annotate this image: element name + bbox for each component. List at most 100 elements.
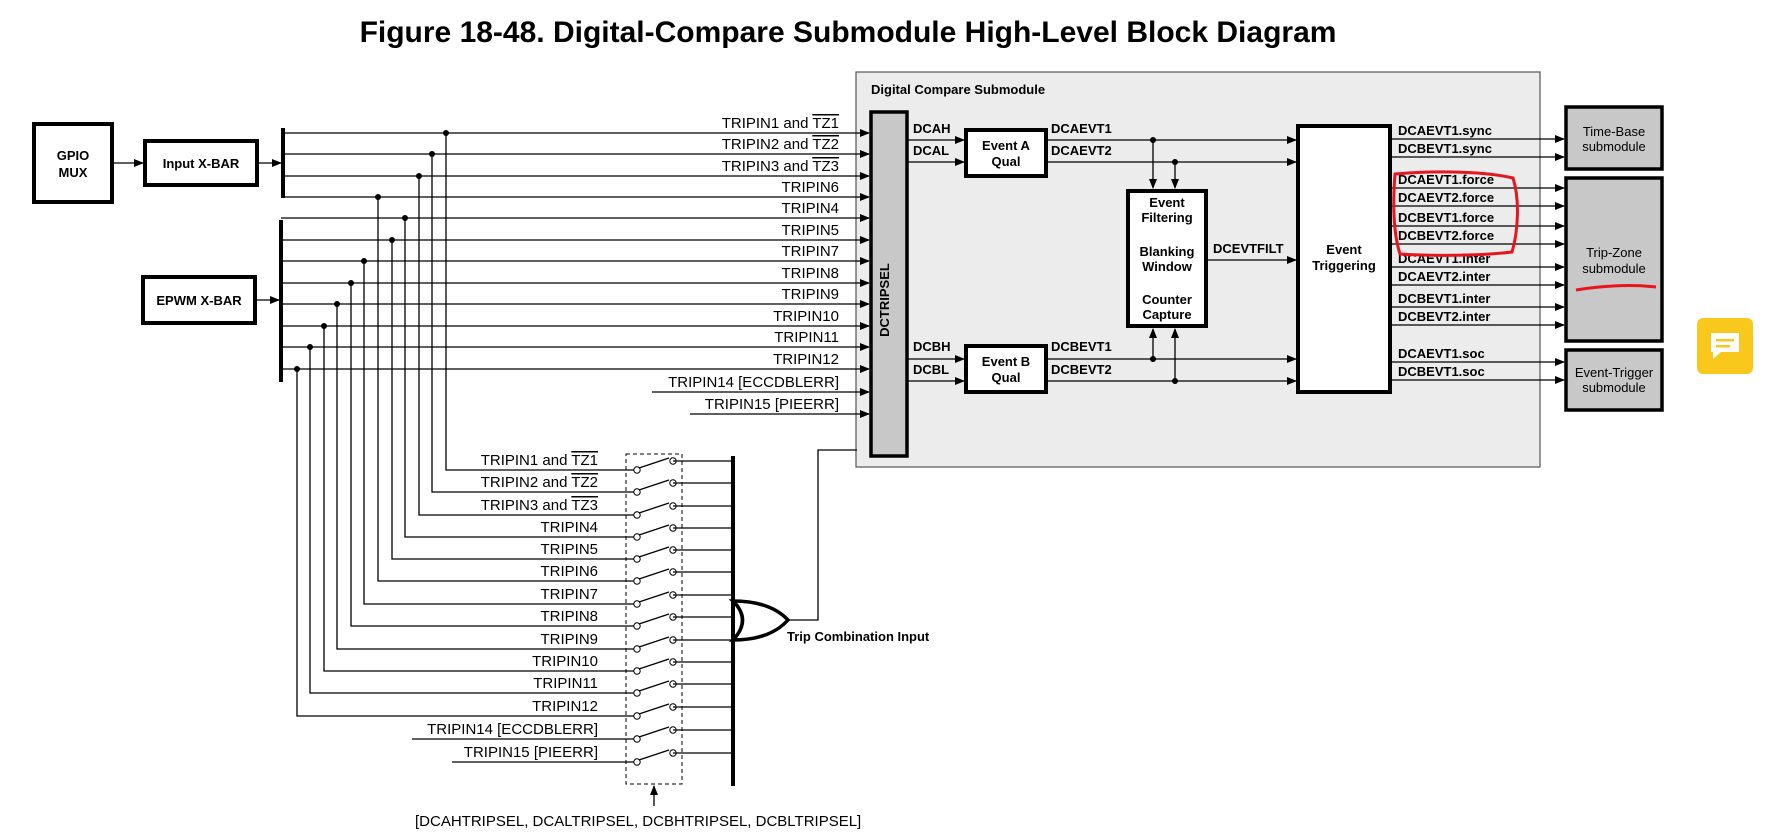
dcaevt2-label: DCAEVT2 bbox=[1051, 143, 1112, 158]
tripin-top-label: TRIPIN4 bbox=[781, 200, 839, 217]
tripin-tap-wire bbox=[391, 240, 634, 560]
output-label: DCAEVT2.force bbox=[1398, 190, 1494, 205]
tripin-tap-wire bbox=[296, 369, 634, 717]
svg-text:Window: Window bbox=[1142, 259, 1193, 274]
dcbh-label: DCBH bbox=[913, 339, 951, 354]
tripin-bottom-label: TRIPIN9 bbox=[540, 631, 598, 648]
svg-text:Triggering: Triggering bbox=[1312, 258, 1376, 273]
svg-text:Blanking: Blanking bbox=[1140, 244, 1195, 259]
dcbevt1-label: DCBEVT1 bbox=[1051, 339, 1112, 354]
output-label: DCAEVT1.force bbox=[1398, 172, 1494, 187]
tripin-top-label: TRIPIN14 [ECCDBLERR] bbox=[668, 374, 839, 391]
figure-title: Figure 18-48. Digital-Compare Submodule … bbox=[360, 16, 1337, 49]
tripin-top-label: TRIPIN10 bbox=[773, 308, 839, 325]
svg-text:Event B: Event B bbox=[982, 354, 1030, 369]
tripin-top-label: TRIPIN11 bbox=[774, 329, 839, 346]
output-label: DCBEVT1.force bbox=[1398, 210, 1494, 225]
svg-text:Filtering: Filtering bbox=[1141, 210, 1192, 225]
dcah-label: DCAH bbox=[913, 121, 951, 136]
switch-contact bbox=[638, 703, 670, 715]
output-label: DCBEVT1.sync bbox=[1398, 141, 1492, 156]
svg-text:submodule: submodule bbox=[1582, 261, 1646, 276]
output-label: DCAEVT1.sync bbox=[1398, 123, 1492, 138]
svg-text:EPWM X-BAR: EPWM X-BAR bbox=[156, 293, 242, 308]
dcaevt1-label: DCAEVT1 bbox=[1051, 121, 1112, 136]
tripin-bottom-label: TRIPIN10 bbox=[532, 653, 598, 670]
trip-zone-submodule: Trip-Zone submodule bbox=[1564, 176, 1664, 343]
epwm-xbar-block: EPWM X-BAR bbox=[141, 275, 257, 325]
event-trigger-submodule: Event-Trigger submodule bbox=[1564, 348, 1664, 412]
event-triggering-block: Event Triggering bbox=[1296, 124, 1392, 394]
tripin-bottom-label: TRIPIN15 [PIEERR] bbox=[464, 744, 598, 761]
tripin-tap-wire bbox=[363, 261, 634, 605]
switch-contact bbox=[638, 546, 670, 558]
trip-combination-label: Trip Combination Input bbox=[787, 629, 930, 644]
tripin-top-label: TRIPIN6 bbox=[781, 179, 839, 196]
output-label: DCBEVT2.inter bbox=[1398, 309, 1490, 324]
tripin-top-label: TRIPIN9 bbox=[781, 286, 839, 303]
svg-text:Event-Trigger: Event-Trigger bbox=[1575, 365, 1654, 380]
svg-text:Capture: Capture bbox=[1142, 307, 1191, 322]
tripin-bottom-label: TRIPIN11 bbox=[533, 675, 598, 692]
switch-bank-outline bbox=[625, 453, 683, 785]
tripin-bottom-label: TRIPIN1 and TZ1 bbox=[481, 452, 598, 469]
tripin-top-label: TRIPIN15 [PIEERR] bbox=[705, 396, 839, 413]
comment-button[interactable] bbox=[1697, 318, 1753, 374]
svg-text:Qual: Qual bbox=[992, 370, 1021, 385]
comment-icon bbox=[1711, 333, 1739, 359]
dcbl-label: DCBL bbox=[913, 362, 949, 377]
tripin-tap-wire bbox=[309, 347, 634, 694]
switch-contact bbox=[638, 680, 670, 692]
event-b-qual-block: Event B Qual bbox=[964, 344, 1048, 394]
tripin-top-label: TRIPIN2 and TZ2 bbox=[722, 136, 839, 153]
switch-contact bbox=[638, 568, 670, 580]
tripin-tap-wire bbox=[445, 133, 634, 471]
tripin-top-label: TRIPIN1 and TZ1 bbox=[722, 115, 839, 132]
output-label: DCAEVT2.inter bbox=[1398, 269, 1490, 284]
event-a-qual-block: Event A Qual bbox=[964, 128, 1048, 178]
svg-text:GPIO: GPIO bbox=[57, 148, 90, 163]
time-base-submodule: Time-Base submodule bbox=[1564, 105, 1664, 171]
event-outputs: DCAEVT1.syncDCBEVT1.syncDCAEVT1.forceDCA… bbox=[1390, 123, 1565, 384]
switch-contact bbox=[638, 613, 670, 625]
or-gate bbox=[728, 599, 791, 642]
switch-contact bbox=[638, 502, 670, 514]
tripin-top-label: TRIPIN7 bbox=[781, 243, 839, 260]
switch-contact bbox=[638, 524, 670, 536]
tripin-top-wires bbox=[281, 129, 870, 418]
svg-text:Input X-BAR: Input X-BAR bbox=[163, 156, 240, 171]
force-highlight-annotation bbox=[1392, 170, 1519, 257]
svg-text:Counter: Counter bbox=[1142, 292, 1192, 307]
switch-contact bbox=[638, 658, 670, 670]
tripin-bottom-label: TRIPIN7 bbox=[540, 586, 598, 603]
tripin-top-label: TRIPIN8 bbox=[781, 265, 839, 282]
tripin-bottom-label: TRIPIN4 bbox=[540, 519, 598, 536]
output-label: DCBEVT1.inter bbox=[1398, 291, 1490, 306]
trip-zone-underline-annotation bbox=[1575, 284, 1657, 292]
tripin-bottom-label: TRIPIN2 and TZ2 bbox=[481, 474, 598, 491]
tripin-tap-wire bbox=[431, 154, 634, 493]
svg-text:Time-Base: Time-Base bbox=[1583, 124, 1645, 139]
switch-contact bbox=[638, 457, 670, 469]
gpio-mux-block: GPIO MUX bbox=[32, 122, 114, 204]
dcbevt2-label: DCBEVT2 bbox=[1051, 362, 1112, 377]
switch-contact bbox=[638, 749, 670, 761]
switch-contact bbox=[638, 636, 670, 648]
switch-contact bbox=[638, 726, 670, 738]
tripin-bottom-label: TRIPIN6 bbox=[540, 563, 598, 580]
tripin-tap-wire bbox=[377, 197, 634, 582]
tripin-tap-wire bbox=[404, 218, 634, 538]
tripin-bottom-label: TRIPIN14 [ECCDBLERR] bbox=[427, 721, 598, 738]
tripin-tap-wire bbox=[350, 283, 634, 627]
tripin-top-label: TRIPIN5 bbox=[781, 222, 839, 239]
output-label: DCBEVT2.force bbox=[1398, 228, 1494, 243]
svg-text:submodule: submodule bbox=[1582, 139, 1646, 154]
event-filtering-block: Event Filtering Blanking Window Counter … bbox=[1126, 189, 1208, 328]
tripin-tap-wire bbox=[323, 326, 634, 672]
tripin-top-label: TRIPIN3 and TZ3 bbox=[722, 158, 839, 175]
tripin-bottom-label: TRIPIN5 bbox=[540, 541, 598, 558]
switch-contact bbox=[638, 479, 670, 491]
